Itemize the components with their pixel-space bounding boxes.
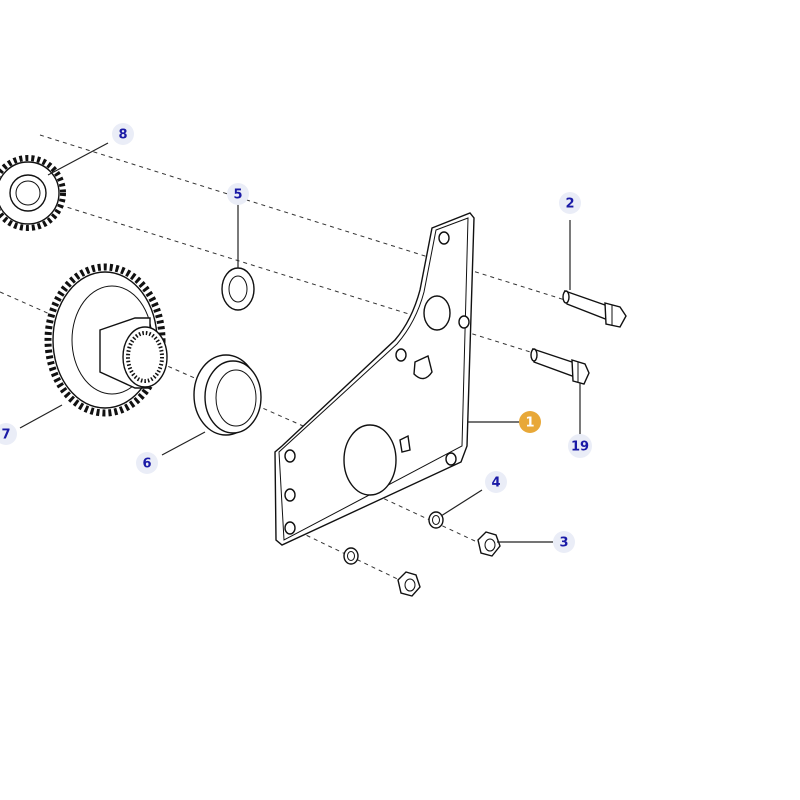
callout-label: 7 (1, 428, 10, 443)
callout-badge (553, 531, 575, 553)
callout-badge (136, 452, 158, 474)
callout-6[interactable]: 6 (136, 452, 158, 474)
small-gear-icon (0, 155, 66, 231)
callout-label: 2 (565, 197, 574, 212)
callout-label: 19 (571, 440, 589, 455)
callout-3[interactable]: 3 (553, 531, 575, 553)
callout-badge (227, 183, 249, 205)
large-gear-icon (44, 263, 168, 417)
bracket-plate-icon (274, 212, 475, 546)
seal-ring-icon (193, 354, 262, 436)
washer-icon (221, 267, 255, 311)
callout-7[interactable]: 7 (0, 423, 17, 445)
callout-label: 1 (525, 416, 534, 431)
callout-badge (568, 434, 592, 458)
lock-washer-icon (428, 511, 444, 529)
callout-8[interactable]: 8 (112, 123, 134, 145)
callout-badge (559, 192, 581, 214)
callout-4[interactable]: 4 (485, 471, 507, 493)
leader-lines (19, 142, 581, 543)
callout-badge (485, 471, 507, 493)
bolt-icon (562, 289, 627, 328)
callout-label: 5 (233, 188, 242, 203)
callout-19[interactable]: 19 (568, 434, 592, 458)
callout-label: 3 (559, 536, 568, 551)
callout-badge-highlighted (519, 411, 541, 433)
lock-washer-icon (343, 547, 359, 565)
callout-2[interactable]: 2 (559, 192, 581, 214)
callout-1[interactable]: 1 (519, 411, 541, 433)
bolt-icon (530, 348, 590, 385)
callout-label: 8 (118, 128, 127, 143)
nut-icon (477, 531, 501, 557)
callout-badge (0, 423, 17, 445)
callout-label: 4 (491, 476, 500, 491)
nut-icon (397, 571, 421, 597)
callout-label: 6 (142, 457, 151, 472)
callout-5[interactable]: 5 (227, 183, 249, 205)
callout-badge (112, 123, 134, 145)
